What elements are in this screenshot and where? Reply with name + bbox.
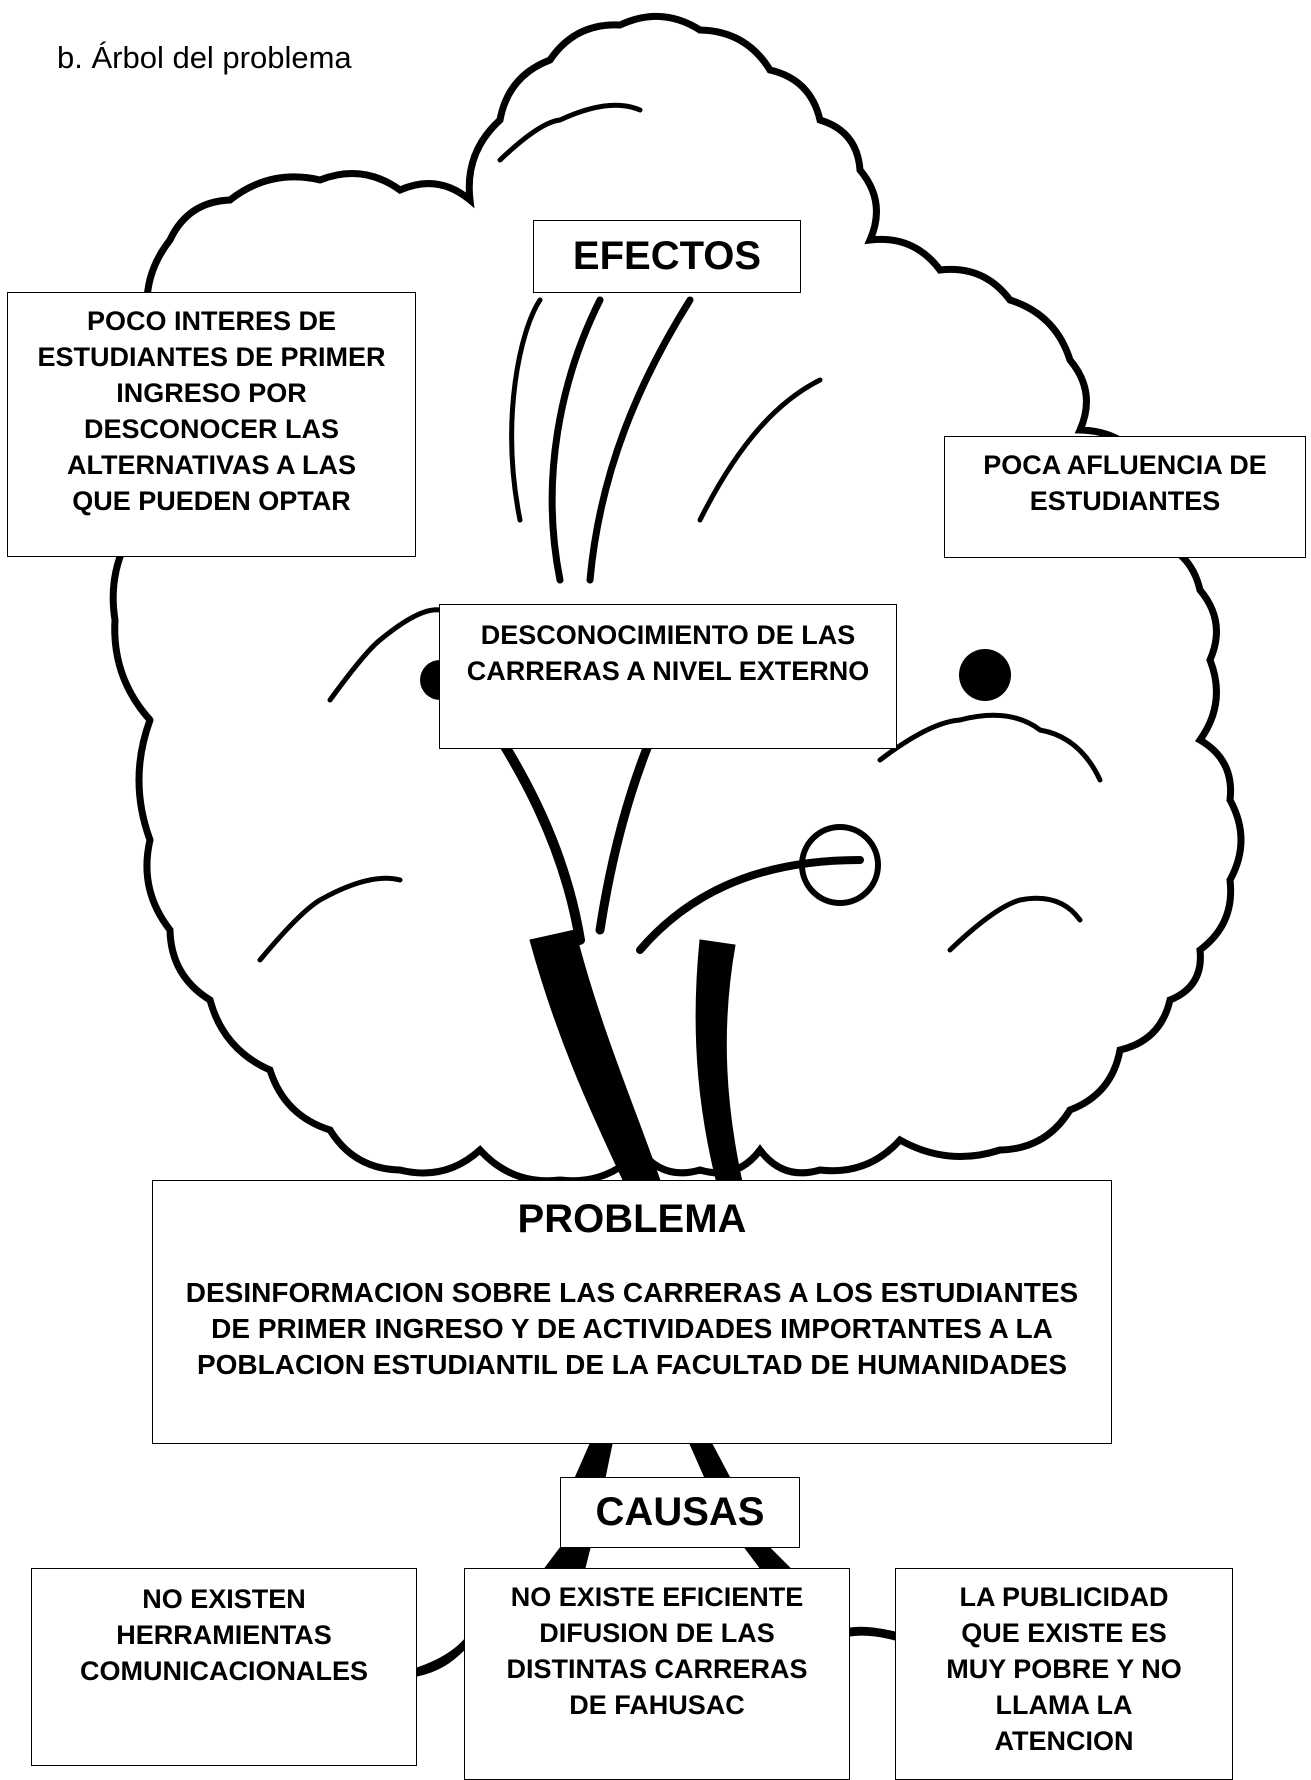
effect-box-1: POCO INTERES DE ESTUDIANTES DE PRIMER IN… bbox=[7, 292, 416, 557]
causes-label: CAUSAS bbox=[560, 1477, 800, 1548]
canopy-contour-4 bbox=[947, 895, 1083, 953]
effect-box-3: DESCONOCIMIENTO DE LAS CARRERAS A NIVEL … bbox=[439, 604, 897, 749]
canopy-dark-spot bbox=[959, 649, 1011, 701]
effect-text-3: DESCONOCIMIENTO DE LAS CARRERAS A NIVEL … bbox=[466, 620, 870, 686]
canopy-knot bbox=[799, 824, 881, 906]
effect-text-1: POCO INTERES DE ESTUDIANTES DE PRIMER IN… bbox=[37, 306, 386, 516]
tree-canopy bbox=[109, 12, 1245, 1185]
problem-text: DESINFORMACION SOBRE LAS CARRERAS A LOS … bbox=[185, 1277, 1079, 1380]
cause-text-2: NO EXISTE EFICIENTE DIFUSION DE LAS DIST… bbox=[506, 1582, 808, 1720]
canopy-contour-2 bbox=[877, 712, 1103, 783]
cause-box-2: NO EXISTE EFICIENTE DIFUSION DE LAS DIST… bbox=[464, 1568, 850, 1780]
effect-text-2: POCA AFLUENCIA DE ESTUDIANTES bbox=[983, 450, 1267, 516]
canopy-contour-3 bbox=[257, 875, 403, 963]
tree-trunk bbox=[416, 929, 896, 1677]
causes-label-text: CAUSAS bbox=[595, 1490, 765, 1534]
cause-box-1: NO EXISTEN HERRAMIENTAS COMUNICACIONALES bbox=[31, 1568, 417, 1766]
canopy-contour-5 bbox=[497, 102, 643, 163]
canopy-outline bbox=[109, 12, 1245, 1185]
cause-text-1: NO EXISTEN HERRAMIENTAS COMUNICACIONALES bbox=[80, 1584, 368, 1686]
effect-box-2: POCA AFLUENCIA DE ESTUDIANTES bbox=[944, 436, 1306, 558]
cause-box-3: LA PUBLICIDAD QUE EXISTE ES MUY POBRE Y … bbox=[895, 1568, 1233, 1780]
effects-label: EFECTOS bbox=[533, 220, 801, 293]
canopy-contour-1 bbox=[327, 607, 443, 703]
problem-box: PROBLEMA DESINFORMACION SOBRE LAS CARRER… bbox=[152, 1180, 1112, 1444]
problem-title: PROBLEMA bbox=[517, 1197, 747, 1241]
page-heading: b. Árbol del problema bbox=[57, 40, 352, 75]
cause-text-3: LA PUBLICIDAD QUE EXISTE ES MUY POBRE Y … bbox=[946, 1582, 1182, 1756]
effects-label-text: EFECTOS bbox=[572, 234, 762, 278]
